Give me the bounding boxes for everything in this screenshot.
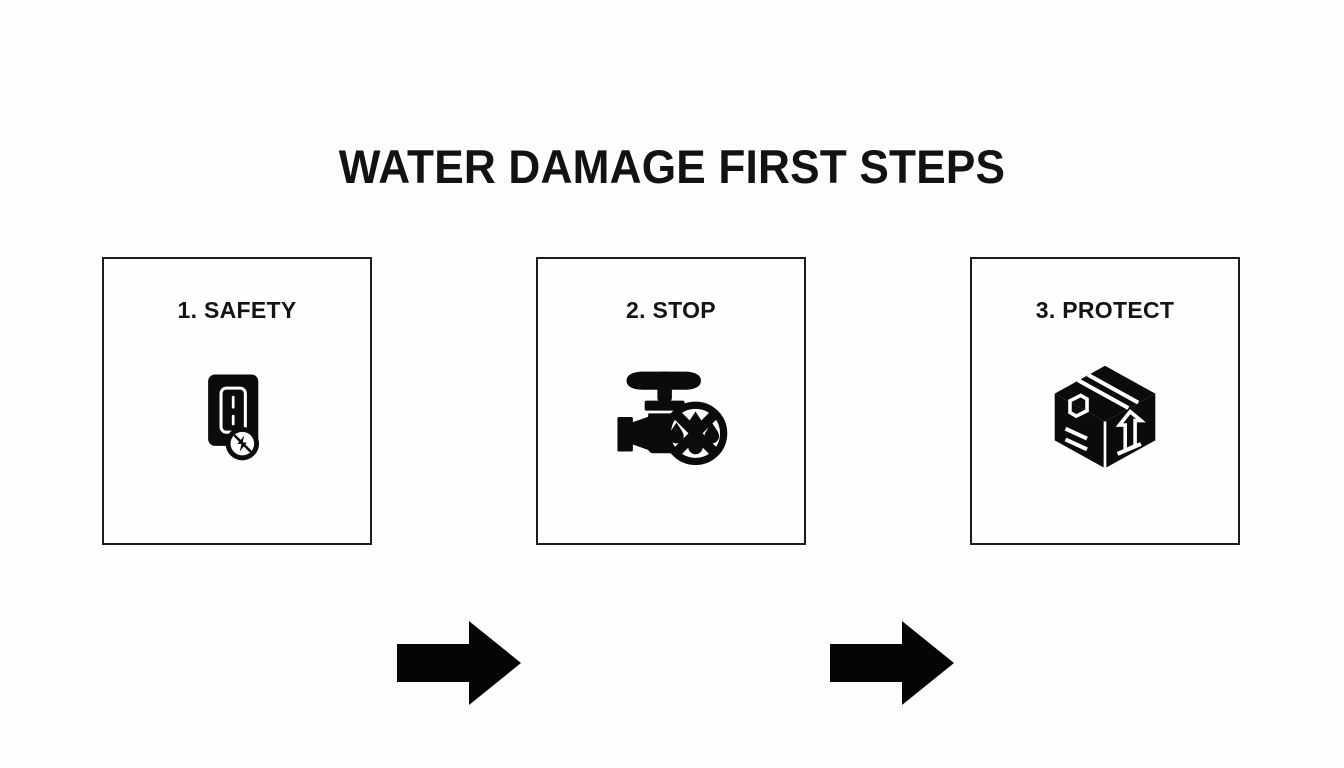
arrow-right-icon-2 bbox=[830, 621, 954, 705]
page-title: WATER DAMAGE FIRST STEPS bbox=[338, 140, 1006, 193]
step-label-stop: 2. STOP bbox=[626, 297, 716, 323]
step-panel-safety[interactable]: 1. SAFETY bbox=[102, 257, 372, 545]
step-panel-protect[interactable]: 3. PROTECT bbox=[970, 257, 1240, 545]
step-label-protect: 3. PROTECT bbox=[1035, 297, 1175, 323]
arrow-right-icon-1 bbox=[397, 621, 521, 705]
electrical-switch-no-power-icon bbox=[172, 357, 302, 477]
steps-row: 1. SAFETY bbox=[0, 257, 1344, 705]
cardboard-box-this-way-up-icon bbox=[1040, 357, 1170, 477]
water-valve-shutoff-icon bbox=[606, 357, 736, 477]
step-panel-stop[interactable]: 2. STOP bbox=[536, 257, 806, 545]
step-label-safety: 1. SAFETY bbox=[177, 297, 297, 323]
